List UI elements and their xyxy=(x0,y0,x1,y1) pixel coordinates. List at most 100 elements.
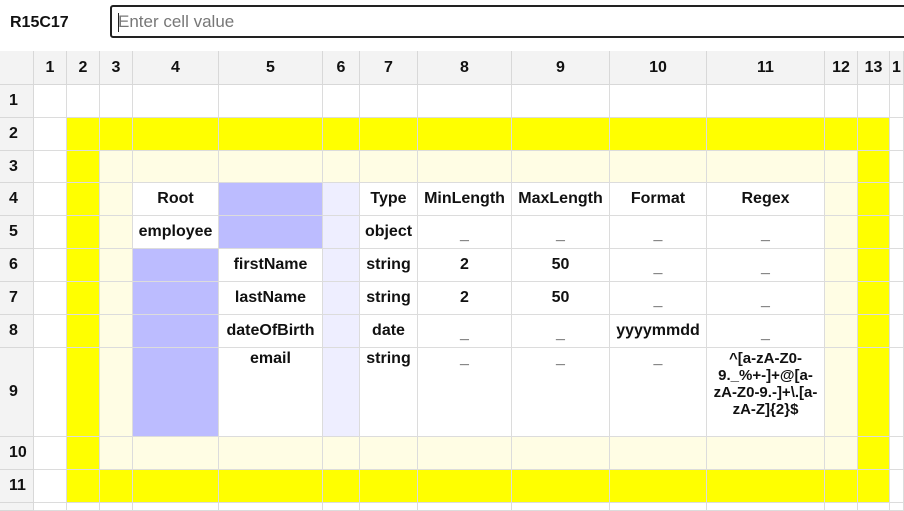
column-header[interactable]: 2 xyxy=(67,51,100,85)
grid-cell[interactable] xyxy=(67,315,100,348)
grid-cell[interactable] xyxy=(100,216,133,249)
column-header[interactable]: 5 xyxy=(219,51,323,85)
header-format-cell[interactable]: Format xyxy=(610,183,707,216)
grid-cell[interactable] xyxy=(825,315,858,348)
field-maxlength-cell[interactable]: 50 xyxy=(512,282,610,315)
grid-cell[interactable] xyxy=(360,437,418,470)
grid-cell[interactable] xyxy=(610,85,707,118)
grid-cell[interactable] xyxy=(825,282,858,315)
grid-cell[interactable] xyxy=(67,118,100,151)
grid-cell[interactable] xyxy=(858,85,890,118)
grid-cell[interactable] xyxy=(323,348,360,437)
grid-cell[interactable] xyxy=(360,503,418,511)
cell-value-field[interactable] xyxy=(110,5,904,38)
column-header[interactable]: 3 xyxy=(100,51,133,85)
grid-cell[interactable] xyxy=(707,470,825,503)
field-type-cell[interactable]: string xyxy=(360,348,418,437)
field-regex-cell[interactable]: _ xyxy=(707,315,825,348)
column-header[interactable]: 11 xyxy=(707,51,825,85)
grid-cell[interactable] xyxy=(34,216,67,249)
grid-cell[interactable] xyxy=(67,437,100,470)
grid-cell[interactable] xyxy=(890,315,904,348)
grid-cell[interactable] xyxy=(133,470,219,503)
grid-cell[interactable] xyxy=(890,282,904,315)
row-header[interactable] xyxy=(0,503,34,511)
field-minlength-cell[interactable]: _ xyxy=(418,216,512,249)
field-regex-cell[interactable]: _ xyxy=(707,282,825,315)
grid-cell[interactable] xyxy=(67,470,100,503)
grid-cell[interactable] xyxy=(323,282,360,315)
grid-cell[interactable] xyxy=(825,470,858,503)
grid-cell[interactable] xyxy=(858,348,890,437)
grid-cell[interactable] xyxy=(100,85,133,118)
field-maxlength-cell[interactable]: 50 xyxy=(512,249,610,282)
row-header[interactable]: 10 xyxy=(0,437,34,470)
grid-cell[interactable] xyxy=(512,151,610,183)
grid-cell[interactable] xyxy=(825,348,858,437)
grid-cell[interactable] xyxy=(133,315,219,348)
field-minlength-cell[interactable]: 2 xyxy=(418,282,512,315)
grid-cell[interactable] xyxy=(890,249,904,282)
grid-cell[interactable] xyxy=(133,282,219,315)
grid-cell[interactable] xyxy=(890,437,904,470)
field-regex-cell[interactable]: _ xyxy=(707,216,825,249)
grid-cell[interactable] xyxy=(858,216,890,249)
header-regex-cell[interactable]: Regex xyxy=(707,183,825,216)
grid-cell[interactable] xyxy=(67,249,100,282)
grid-cell[interactable] xyxy=(67,183,100,216)
grid-cell[interactable] xyxy=(890,151,904,183)
grid-cell[interactable] xyxy=(890,348,904,437)
field-format-cell[interactable]: _ xyxy=(610,216,707,249)
column-header[interactable]: 13 xyxy=(858,51,890,85)
grid-cell[interactable] xyxy=(219,437,323,470)
grid-cell[interactable] xyxy=(100,249,133,282)
grid-cell[interactable] xyxy=(610,470,707,503)
select-all-corner[interactable] xyxy=(0,51,34,85)
grid-cell[interactable] xyxy=(219,85,323,118)
grid-cell[interactable] xyxy=(67,85,100,118)
grid-cell[interactable] xyxy=(323,315,360,348)
grid-cell[interactable] xyxy=(34,183,67,216)
grid-cell[interactable] xyxy=(890,183,904,216)
grid-cell[interactable] xyxy=(34,118,67,151)
grid-cell[interactable] xyxy=(610,151,707,183)
field-type-cell[interactable]: date xyxy=(360,315,418,348)
row-header[interactable]: 1 xyxy=(0,85,34,118)
grid-cell[interactable] xyxy=(360,118,418,151)
field-maxlength-cell[interactable]: _ xyxy=(512,216,610,249)
grid-cell[interactable] xyxy=(360,85,418,118)
grid-cell[interactable] xyxy=(133,437,219,470)
grid-cell[interactable] xyxy=(825,437,858,470)
row-header[interactable]: 3 xyxy=(0,151,34,183)
header-type-cell[interactable]: Type xyxy=(360,183,418,216)
grid-cell[interactable] xyxy=(100,151,133,183)
grid-cell[interactable] xyxy=(825,118,858,151)
grid-cell[interactable] xyxy=(858,437,890,470)
grid-cell[interactable] xyxy=(219,216,323,249)
grid-cell[interactable] xyxy=(707,151,825,183)
row-header[interactable]: 8 xyxy=(0,315,34,348)
grid-cell[interactable] xyxy=(100,437,133,470)
grid-cell[interactable] xyxy=(858,249,890,282)
cell-value-input[interactable] xyxy=(112,7,904,36)
grid-cell[interactable] xyxy=(34,249,67,282)
grid-cell[interactable] xyxy=(323,503,360,511)
field-name-cell[interactable]: email xyxy=(219,348,323,437)
grid-cell[interactable] xyxy=(418,503,512,511)
header-minlength-cell[interactable]: MinLength xyxy=(418,183,512,216)
grid-cell[interactable] xyxy=(512,85,610,118)
grid-cell[interactable] xyxy=(323,437,360,470)
cell-reference[interactable]: R15C17 xyxy=(10,14,69,31)
grid-cell[interactable] xyxy=(34,437,67,470)
header-maxlength-cell[interactable]: MaxLength xyxy=(512,183,610,216)
grid-cell[interactable] xyxy=(219,503,323,511)
grid-cell[interactable] xyxy=(858,183,890,216)
grid-cell[interactable] xyxy=(100,503,133,511)
grid-cell[interactable] xyxy=(418,151,512,183)
row-header[interactable]: 6 xyxy=(0,249,34,282)
grid-cell[interactable] xyxy=(858,282,890,315)
column-header[interactable]: 12 xyxy=(825,51,858,85)
column-header[interactable]: 4 xyxy=(133,51,219,85)
grid-cell[interactable] xyxy=(858,470,890,503)
grid-cell[interactable] xyxy=(100,118,133,151)
